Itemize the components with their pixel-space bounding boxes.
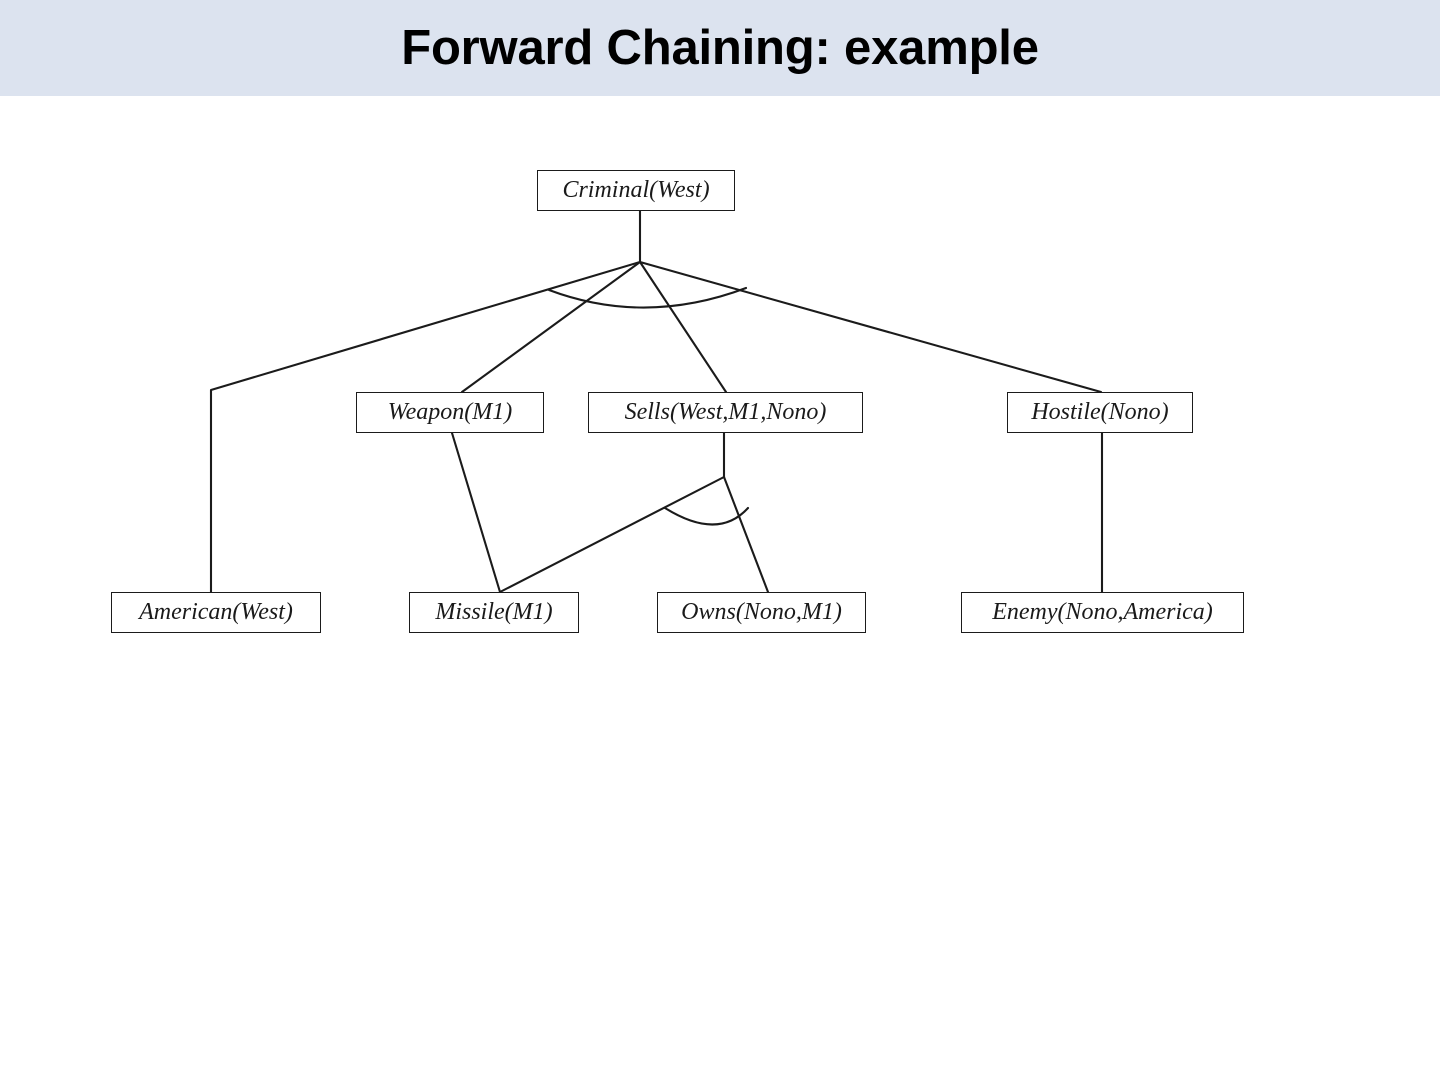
- node-label: American(West): [139, 598, 293, 625]
- edge-weapon-to-missile: [450, 431, 502, 594]
- node-label: Missile(M1): [435, 598, 553, 625]
- edge-criminal-to-hostile: [638, 260, 1103, 394]
- edge-criminal-to-weapon: [460, 260, 642, 394]
- node-label: Hostile(Nono): [1031, 398, 1169, 425]
- edge-criminal-to-sells: [638, 260, 728, 394]
- edge-sells-to-missile: [498, 475, 726, 594]
- node-label: Weapon(M1): [387, 398, 513, 425]
- edge-sells-to-owns: [722, 475, 770, 594]
- node-enemy-nono-america[interactable]: Enemy(Nono,America): [961, 592, 1244, 633]
- node-missile-m1[interactable]: Missile(M1): [409, 592, 579, 633]
- proof-tree-edges: [209, 209, 1104, 594]
- node-hostile-nono[interactable]: Hostile(Nono): [1007, 392, 1193, 433]
- node-label: Sells(West,M1,Nono): [624, 398, 827, 425]
- node-label: Enemy(Nono,America): [992, 598, 1213, 625]
- node-weapon-m1[interactable]: Weapon(M1): [356, 392, 544, 433]
- node-label: Owns(Nono,M1): [681, 598, 842, 625]
- node-criminal-west[interactable]: Criminal(West): [537, 170, 735, 211]
- edge-criminal-to-american: [209, 260, 642, 594]
- forward-chaining-proof-tree: Criminal(West) Weapon(M1) Sells(West,M1,…: [0, 96, 1440, 1080]
- title-banner: Forward Chaining: example: [0, 0, 1440, 96]
- node-owns-nono-m1[interactable]: Owns(Nono,M1): [657, 592, 866, 633]
- node-sells-west-m1-nono[interactable]: Sells(West,M1,Nono): [588, 392, 863, 433]
- and-arc-sells: [663, 506, 750, 526]
- and-arc-criminal: [547, 286, 748, 309]
- node-label: Criminal(West): [562, 176, 710, 203]
- node-american-west[interactable]: American(West): [111, 592, 321, 633]
- page-title: Forward Chaining: example: [401, 20, 1039, 75]
